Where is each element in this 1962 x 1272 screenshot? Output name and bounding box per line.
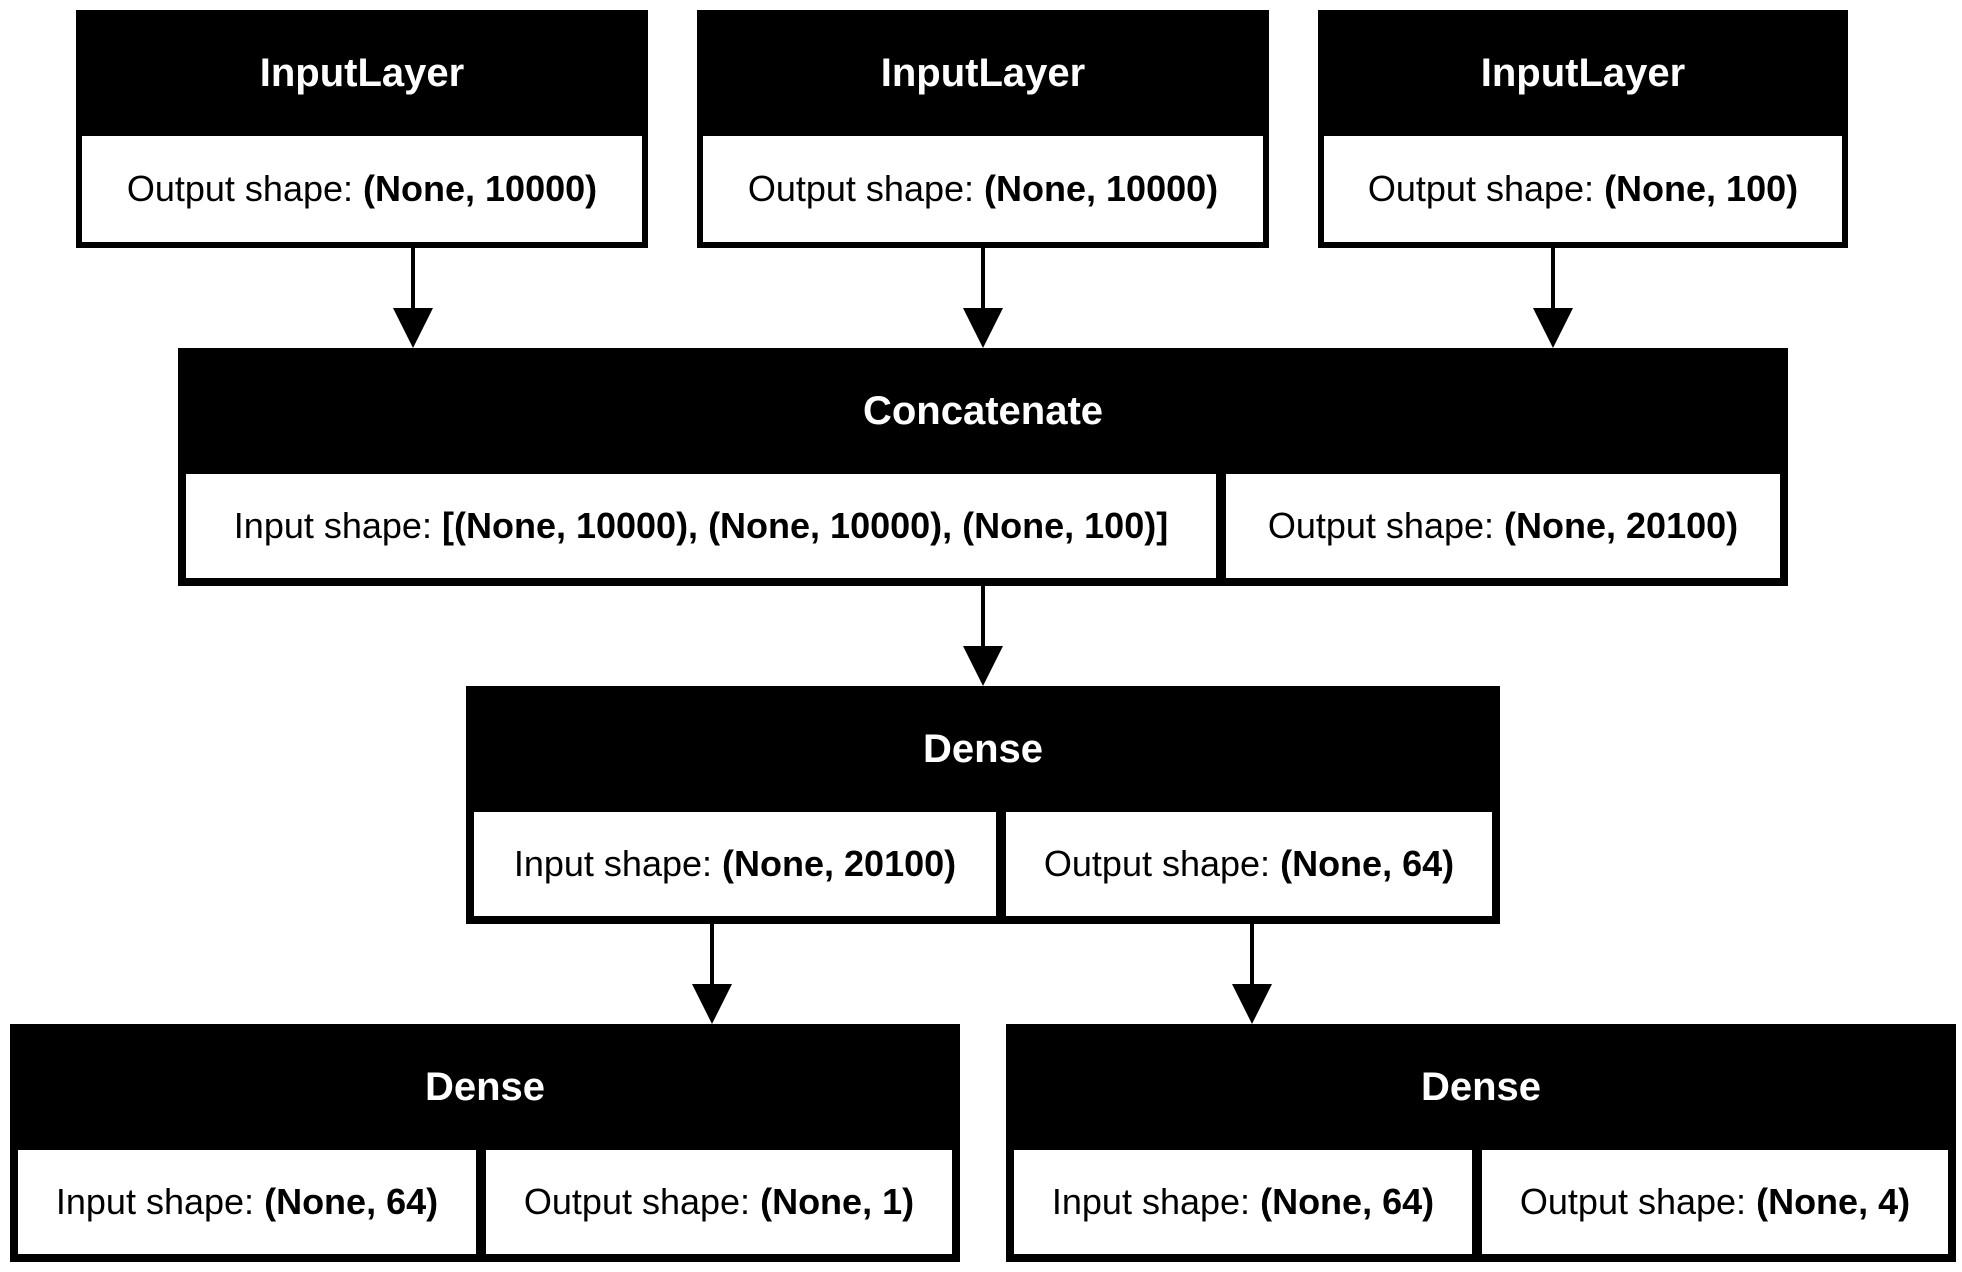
input-shape-cell: Input shape: [(None, 10000), (None, 1000… bbox=[186, 474, 1216, 578]
output-shape-cell: Output shape: (None, 20100) bbox=[1226, 474, 1780, 578]
output-shape-value: (None, 10000) bbox=[363, 168, 598, 209]
input-layer-node-1: InputLayer Output shape: (None, 10000) bbox=[76, 10, 648, 248]
node-title: InputLayer bbox=[880, 50, 1086, 95]
output-shape-cell: Output shape: (None, 10000) bbox=[703, 136, 1263, 242]
output-shape-cell: Output shape: (None, 10000) bbox=[82, 136, 642, 242]
input-shape-value: [(None, 10000), (None, 10000), (None, 10… bbox=[441, 505, 1169, 546]
node-title: Dense bbox=[1420, 1064, 1542, 1109]
input-layer-node-3: InputLayer Output shape: (None, 100) bbox=[1318, 10, 1848, 248]
dense-node-hidden: Dense Input shape: (None, 20100) Output … bbox=[466, 686, 1500, 924]
output-shape-cell: Output shape: (None, 64) bbox=[1006, 812, 1492, 916]
output-shape-value: (None, 100) bbox=[1604, 168, 1799, 209]
input-shape-label: Input shape: bbox=[55, 1181, 255, 1222]
output-shape-label: Output shape: bbox=[1367, 168, 1595, 209]
input-shape-value: (None, 64) bbox=[1260, 1181, 1435, 1222]
node-title: InputLayer bbox=[1480, 50, 1686, 95]
input-shape-label: Input shape: bbox=[1051, 1181, 1251, 1222]
dense-node-output-1: Dense Input shape: (None, 64) Output sha… bbox=[10, 1024, 960, 1262]
dense-node-output-4: Dense Input shape: (None, 64) Output sha… bbox=[1006, 1024, 1956, 1262]
output-shape-label: Output shape: bbox=[126, 168, 354, 209]
input-shape-label: Input shape: bbox=[513, 843, 713, 884]
input-shape-value: (None, 20100) bbox=[722, 843, 957, 884]
input-shape-cell: Input shape: (None, 64) bbox=[18, 1150, 476, 1254]
output-shape-value: (None, 20100) bbox=[1504, 505, 1739, 546]
output-shape-label: Output shape: bbox=[1043, 843, 1271, 884]
output-shape-label: Output shape: bbox=[1267, 505, 1495, 546]
output-shape-cell: Output shape: (None, 100) bbox=[1324, 136, 1842, 242]
output-shape-label: Output shape: bbox=[747, 168, 975, 209]
output-shape-value: (None, 1) bbox=[760, 1181, 915, 1222]
output-shape-label: Output shape: bbox=[523, 1181, 751, 1222]
input-shape-cell: Input shape: (None, 64) bbox=[1014, 1150, 1472, 1254]
input-shape-value: (None, 64) bbox=[264, 1181, 439, 1222]
input-shape-cell: Input shape: (None, 20100) bbox=[474, 812, 996, 916]
concatenate-node: Concatenate Input shape: [(None, 10000),… bbox=[178, 348, 1788, 586]
input-shape-label: Input shape: bbox=[233, 505, 432, 546]
output-shape-cell: Output shape: (None, 1) bbox=[486, 1150, 952, 1254]
node-title: Dense bbox=[424, 1064, 546, 1109]
node-title: Dense bbox=[922, 726, 1044, 771]
node-title: Concatenate bbox=[862, 388, 1104, 433]
output-shape-value: (None, 4) bbox=[1756, 1181, 1911, 1222]
output-shape-label: Output shape: bbox=[1519, 1181, 1747, 1222]
output-shape-cell: Output shape: (None, 4) bbox=[1482, 1150, 1948, 1254]
output-shape-value: (None, 10000) bbox=[984, 168, 1219, 209]
output-shape-value: (None, 64) bbox=[1280, 843, 1455, 884]
node-title: InputLayer bbox=[259, 50, 465, 95]
input-layer-node-2: InputLayer Output shape: (None, 10000) bbox=[697, 10, 1269, 248]
